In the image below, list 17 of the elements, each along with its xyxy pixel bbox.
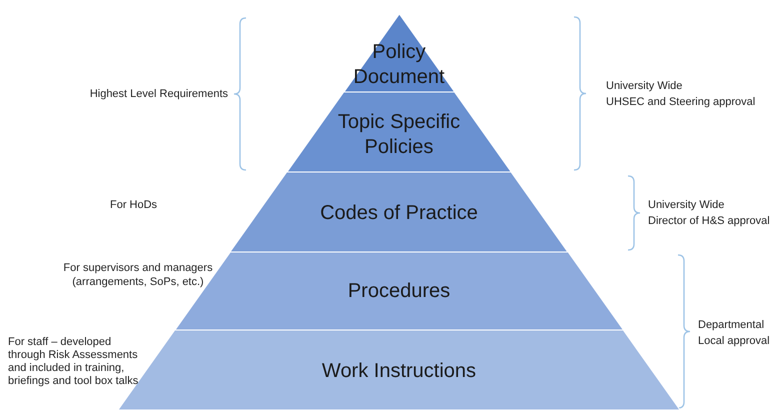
annotation-text: Local approval [698,334,771,348]
tier-label: Codes of Practice [320,201,478,226]
annotation-text: University Wide [606,79,684,93]
annotation-text: University Wide [648,198,726,212]
tier-label: Policy Document [352,40,446,90]
pyramid-tier [230,172,568,252]
annotation-text: For HoDs [110,198,158,212]
annotation-text: For supervisors and managers (arrangements, SoPs, etc.) [62,261,214,289]
tier-label: Topic Specific Policies [336,110,462,160]
tier-label: Work Instructions [322,359,476,384]
annotation-text: UHSEC and Steering approval [606,95,756,109]
pyramid-tier [286,92,512,172]
annotation-text: Highest Level Requirements [88,87,228,101]
tier-label: Procedures [348,279,450,304]
annotation-text: For staff – developed through Risk Assessments and included in training, briefings and tool box talks [8,336,140,388]
annotation-text: Director of H&S approval [648,214,771,228]
annotation-text: Departmental [698,318,766,332]
